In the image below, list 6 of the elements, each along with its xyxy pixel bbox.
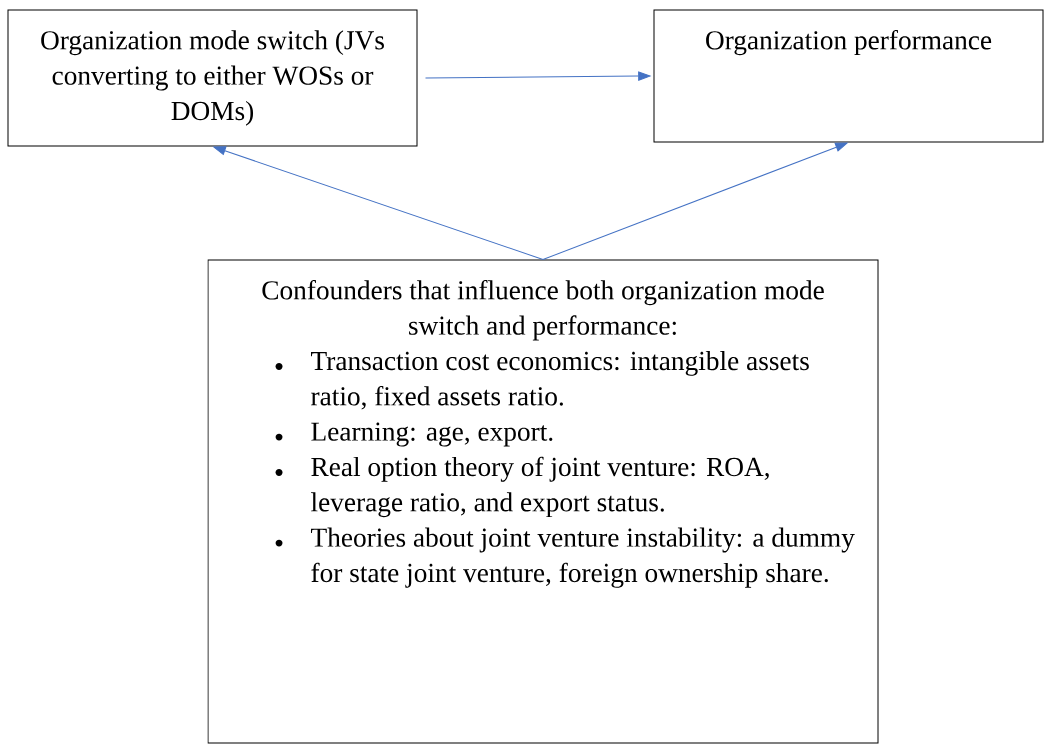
text-box: Organization performance <box>653 9 1044 143</box>
arrow <box>425 71 651 81</box>
arrow <box>542 142 848 260</box>
text-box: Organization mode switch (JVs converting to either WOSs or DOMs) <box>7 9 418 147</box>
arrow <box>213 146 544 260</box>
text-box: Confounders that influence both organization mode switch and performance: Transaction cost economics: intangible assets ratio, fixed assets ratio. Learning: age, export. Real option theory of joint venture: ROA, leverage ratio, and export status. Theories about joint venture instability: a dummy for state joint venture, foreign ownership share. <box>207 259 879 744</box>
